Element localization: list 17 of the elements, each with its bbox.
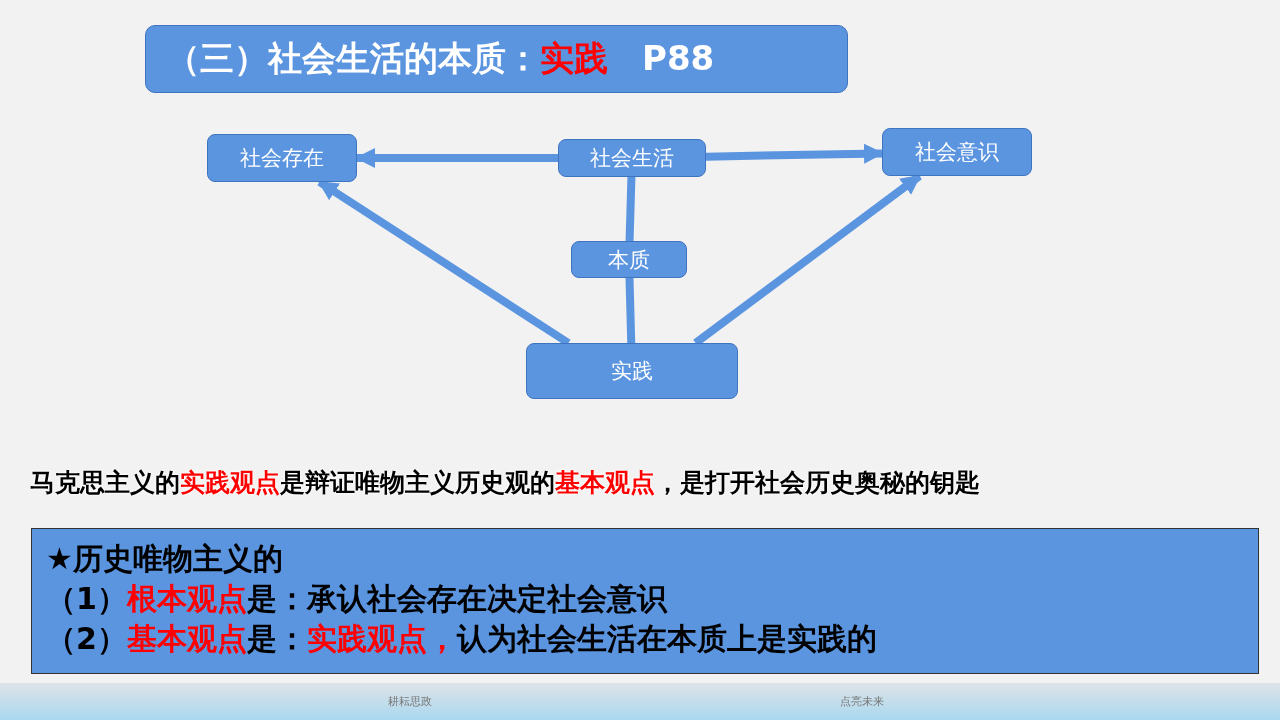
connector-line — [625, 176, 636, 242]
concept-box: 社会存在 — [207, 134, 357, 182]
arrow — [355, 148, 558, 168]
statement: 马克思主义的实践观点是辩证唯物主义历史观的基本观点，是打开社会历史奥秘的钥匙 — [30, 467, 980, 499]
connector-line — [625, 277, 636, 344]
text-line: ★历史唯物主义的 — [46, 540, 283, 578]
concept-box: 社会生活 — [558, 139, 706, 177]
arrow — [705, 143, 884, 164]
title-banner: （三）社会生活的本质：实践 P88 — [145, 25, 848, 93]
info-panel — [31, 528, 1259, 674]
label-box: 本质 — [571, 241, 687, 278]
text-line: （2）基本观点是：实践观点，认为社会生活在本质上是实践的 — [46, 620, 877, 658]
footer-text: 点亮未来 — [840, 694, 884, 709]
concept-box: 实践 — [526, 343, 738, 399]
text-line: （1）根本观点是：承认社会存在决定社会意识 — [46, 580, 667, 618]
concept-box: 社会意识 — [882, 128, 1032, 176]
footer-text: 耕耘思政 — [388, 694, 432, 709]
